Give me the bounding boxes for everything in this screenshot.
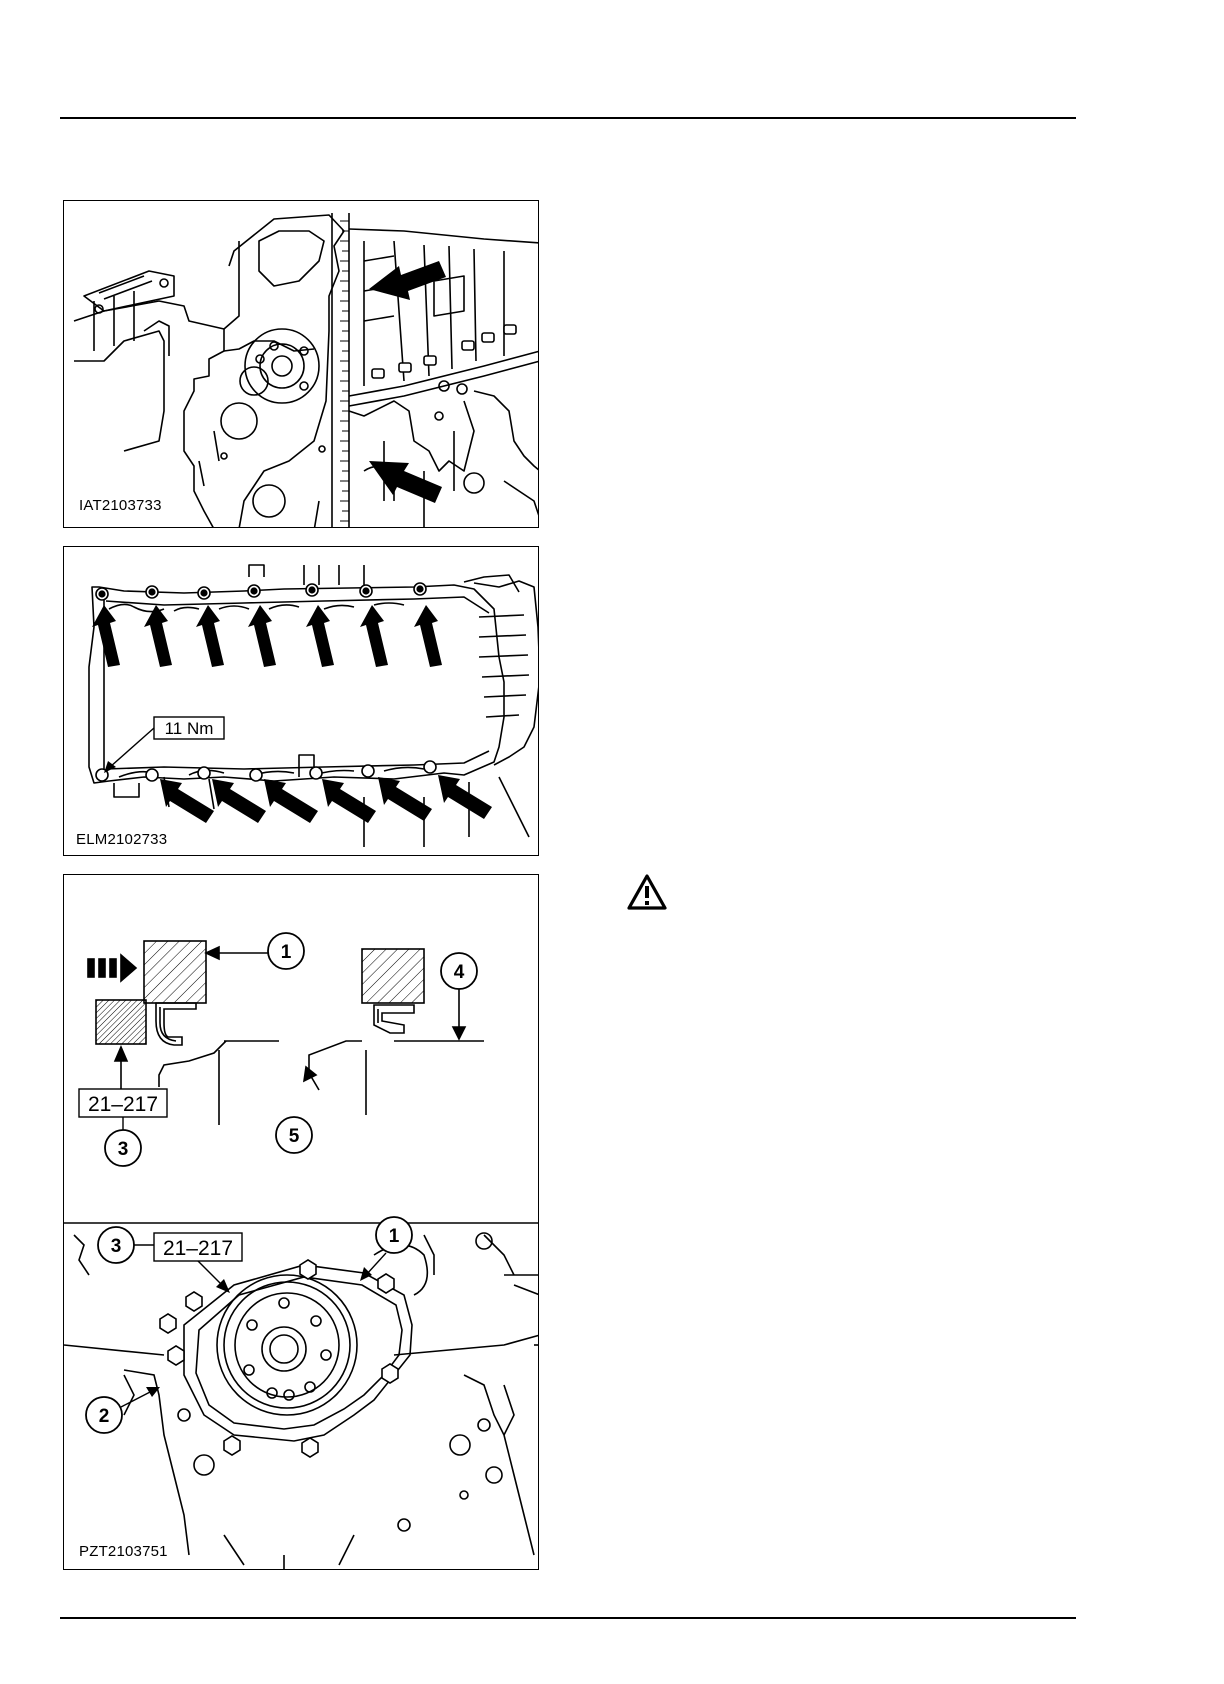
header-rule	[60, 117, 1076, 119]
engine-block-straightedge-illustration	[64, 201, 539, 528]
callout-1-upper: 1	[268, 933, 304, 969]
callout-3-lower: 3	[98, 1227, 154, 1263]
svg-text:21–217: 21–217	[88, 1093, 158, 1116]
svg-text:1: 1	[281, 942, 292, 963]
svg-text:2: 2	[99, 1406, 110, 1427]
figure-oil-pan-bolts: 11 Nm ELM2102733	[63, 546, 539, 856]
top-arrows	[92, 605, 442, 667]
footer-rule	[60, 1617, 1076, 1619]
figure-oil-pan-straightedge: IAT2103733	[63, 200, 539, 528]
warning-triangle-icon	[626, 873, 668, 911]
svg-text:5: 5	[289, 1126, 300, 1147]
svg-text:4: 4	[454, 962, 465, 983]
svg-text:3: 3	[118, 1139, 129, 1160]
tool-label-lower: 21–217	[154, 1233, 242, 1293]
figure-id-label: IAT2103733	[79, 497, 162, 514]
svg-text:1: 1	[389, 1226, 400, 1247]
arrow-lower	[369, 461, 442, 503]
callout-3-upper: 3	[105, 1117, 141, 1166]
figure-id-label: ELM2102733	[76, 831, 167, 848]
oil-pan-bolt-pattern-illustration: 11 Nm	[64, 547, 539, 856]
seal-installation-illustration: 1 21–217 3 4 5	[64, 875, 539, 1570]
callout-4-upper: 4	[441, 953, 477, 989]
callout-5-upper: 5	[276, 1117, 312, 1153]
callout-1-lower: 1	[360, 1217, 412, 1281]
callout-2-lower: 2	[86, 1387, 160, 1433]
svg-text:21–217: 21–217	[163, 1237, 233, 1260]
torque-label: 11 Nm	[165, 719, 214, 738]
figure-seal-installation: 1 21–217 3 4 5	[63, 874, 539, 1570]
flange-bolts	[160, 1260, 398, 1457]
figure-id-label: PZT2103751	[79, 1543, 168, 1560]
tool-label-upper: 21–217	[79, 1089, 167, 1117]
svg-text:3: 3	[111, 1236, 122, 1257]
top-bolts	[96, 583, 436, 781]
torque-callout: 11 Nm	[104, 717, 224, 773]
